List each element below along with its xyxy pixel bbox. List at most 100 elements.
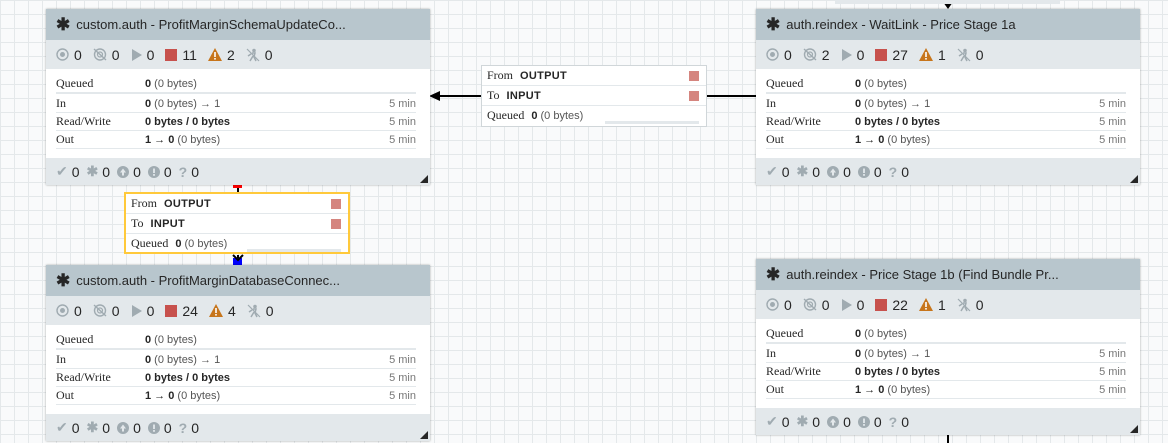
sync-failure-count: 0 xyxy=(147,164,172,180)
stopped-port-icon xyxy=(689,71,699,81)
queue-progress-bar xyxy=(605,121,699,124)
stat-label: Out xyxy=(766,132,784,146)
stat-label: Read/Write xyxy=(56,370,111,384)
stat-value: 0 bytes / 0 bytes xyxy=(145,115,230,128)
processor-header[interactable]: ✱ custom.auth - ProfitMarginDatabaseConn… xyxy=(46,265,430,296)
stat-label: Read/Write xyxy=(766,364,821,378)
stat-time: 5 min xyxy=(1099,365,1126,378)
up-to-date-icon: ✔ xyxy=(766,163,778,179)
not-transmitting-icon xyxy=(93,304,107,317)
stopped-status: 22 xyxy=(875,297,908,313)
warning-icon xyxy=(207,48,222,61)
stale-icon xyxy=(827,165,840,178)
stopped-port-icon xyxy=(689,91,699,101)
unknown-icon: ? xyxy=(178,163,188,180)
unknown-count: ?0 xyxy=(888,163,910,180)
partial-card-top xyxy=(835,0,1060,4)
processor-header[interactable]: ✱ custom.auth - ProfitMarginSchemaUpdate… xyxy=(46,9,430,40)
stat-value: 0 bytes / 0 bytes xyxy=(855,115,940,128)
stopped-icon xyxy=(875,48,888,61)
stopped-status: 11 xyxy=(165,47,197,63)
resize-handle[interactable] xyxy=(420,431,428,439)
stat-label: Queued xyxy=(56,332,94,346)
stale-icon xyxy=(117,165,130,178)
stopped-port-icon xyxy=(331,219,341,229)
running-status: 0 xyxy=(841,297,864,313)
locally-modified-icon: ✱ xyxy=(796,163,809,179)
warning-icon xyxy=(918,48,933,61)
stat-time: 5 min xyxy=(389,371,416,384)
stopped-status: 27 xyxy=(875,47,908,63)
disabled-status: 0 xyxy=(957,47,984,63)
stat-label: Read/Write xyxy=(56,114,111,128)
stat-value: 0 bytes / 0 bytes xyxy=(855,365,940,378)
warning-icon xyxy=(918,298,933,311)
locally-modified-icon: ✱ xyxy=(86,419,99,435)
processor-price-stage-1b[interactable]: ✱ auth.reindex - Price Stage 1b (Find Bu… xyxy=(756,259,1140,435)
locally-modified-count: ✱0 xyxy=(796,413,821,430)
processor-footer: ✔0 ✱0 0 0 ?0 xyxy=(756,408,1140,435)
running-icon xyxy=(841,298,852,311)
stat-label: Read/Write xyxy=(766,114,821,128)
up-to-date-icon: ✔ xyxy=(56,419,68,435)
locally-modified-icon: ✱ xyxy=(86,163,99,179)
stat-value: 1 → 0 (0 bytes) xyxy=(855,133,931,146)
processor-waitlink-1a[interactable]: ✱ auth.reindex - WaitLink - Price Stage … xyxy=(756,9,1140,185)
unknown-icon: ? xyxy=(178,419,188,436)
not-transmitting-status: 0 xyxy=(803,297,830,313)
unknown-count: ?0 xyxy=(178,163,200,180)
warning-icon xyxy=(208,304,223,317)
stat-value: 0 (0 bytes) xyxy=(145,77,197,90)
stat-value: 1 → 0 (0 bytes) xyxy=(855,383,931,396)
sync-failure-icon xyxy=(857,415,870,428)
stat-label: Queued xyxy=(766,326,804,340)
stat-time: 5 min xyxy=(1099,115,1126,128)
warning-status: 1 xyxy=(918,47,946,63)
sync-failure-count: 0 xyxy=(857,414,882,430)
transmitting-icon xyxy=(766,298,779,311)
stat-value: 0 (0 bytes) → 1 xyxy=(145,97,221,110)
stopped-icon xyxy=(875,298,888,311)
stat-value: 0 (0 bytes) xyxy=(855,327,907,340)
resize-handle[interactable] xyxy=(1130,175,1138,183)
processor-footer: ✔0 ✱0 0 0 ?0 xyxy=(46,158,430,185)
stopped-icon xyxy=(165,304,178,317)
sync-failure-icon xyxy=(147,421,160,434)
processor-database-connection[interactable]: ✱ custom.auth - ProfitMarginDatabaseConn… xyxy=(46,265,430,441)
stat-label: In xyxy=(766,96,776,110)
stat-label: In xyxy=(766,346,776,360)
unknown-count: ?0 xyxy=(178,419,200,436)
processor-header[interactable]: ✱ auth.reindex - Price Stage 1b (Find Bu… xyxy=(756,259,1140,290)
processor-footer: ✔0 ✱0 0 0 ?0 xyxy=(756,158,1140,185)
stat-row-read-write: Read/Write 0 bytes / 0 bytes 5 min xyxy=(56,113,416,131)
not-transmitting-icon xyxy=(93,48,107,61)
warning-status: 4 xyxy=(208,303,236,319)
resize-handle[interactable] xyxy=(420,175,428,183)
processor-name: custom.auth - ProfitMarginDatabaseConnec… xyxy=(76,273,340,288)
resize-handle[interactable] xyxy=(1130,425,1138,433)
stopped-port-icon xyxy=(331,199,341,209)
locally-modified-icon: ✱ xyxy=(796,413,809,429)
up-to-date-icon: ✔ xyxy=(766,413,778,429)
connection-queued-row: Queued 0 (0 bytes) xyxy=(482,106,706,125)
unknown-icon: ? xyxy=(888,163,898,180)
disabled-status: 0 xyxy=(246,47,273,63)
stat-time: 5 min xyxy=(389,115,416,128)
stale-count: 0 xyxy=(827,164,851,180)
processor-header[interactable]: ✱ auth.reindex - WaitLink - Price Stage … xyxy=(756,9,1140,40)
stat-value: 1 → 0 (0 bytes) xyxy=(145,389,221,402)
stat-row-queued: Queued 0 (0 bytes) xyxy=(766,325,1126,344)
stat-time: 5 min xyxy=(389,133,416,146)
disabled-icon xyxy=(247,304,261,318)
processor-schema-update[interactable]: ✱ custom.auth - ProfitMarginSchemaUpdate… xyxy=(46,9,430,185)
not-transmitting-icon xyxy=(803,298,817,311)
